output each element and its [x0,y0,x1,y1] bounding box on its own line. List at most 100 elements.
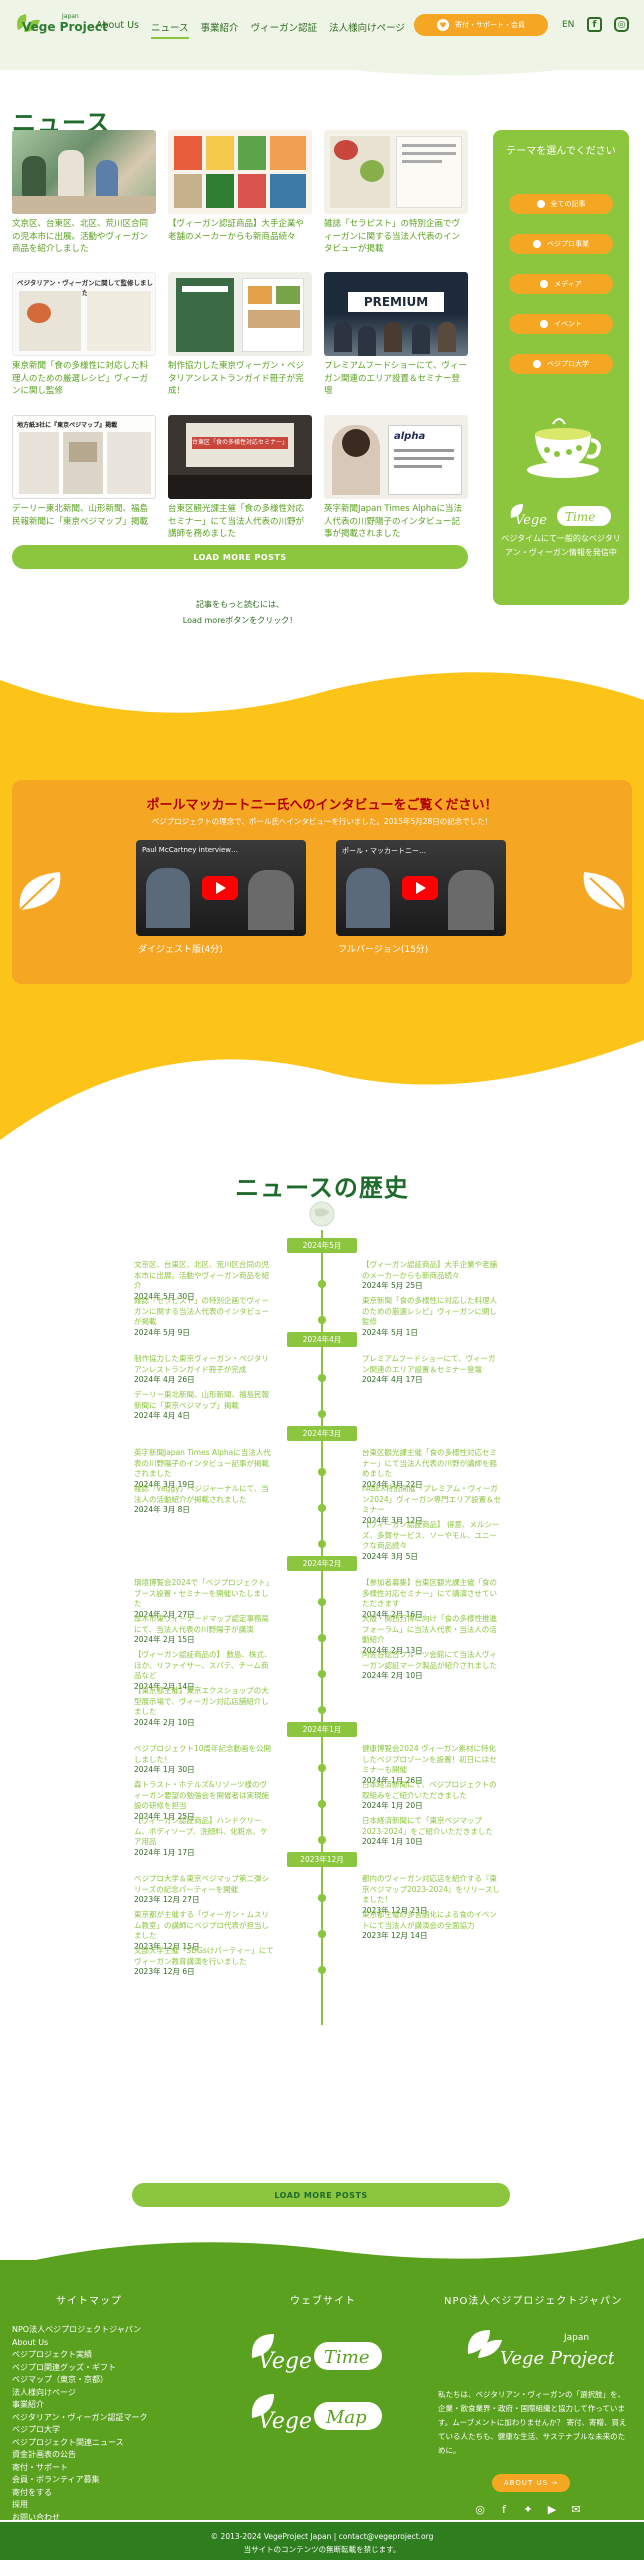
category-event-button[interactable]: イベント [509,314,613,334]
vege-project-logo-icon[interactable] [12,10,92,44]
timeline-item[interactable]: 【参加者募集】台東区観光課主催「食の多様性対応セミナー」にて講演させていただきま… [362,1578,502,1620]
timeline-item-text[interactable]: 【ヴィーガン認証商品の】 敷島、株式、ほか、リファイサー、スパテ、チーム商品など [134,1650,272,1680]
timeline-item[interactable]: 英字新聞Japan Times Alphaに当法人代表の川野陽子のインタビュー記… [134,1448,274,1490]
timeline-item-text[interactable]: 都内のヴィーガン対応店を紹介する『東京ベジマップ2023-2024』をリリースし… [362,1874,501,1904]
timeline-item-text[interactable]: 【ヴィーガン認証商品】ハンドクリーム、ボディソープ、洗顔料、化粧水、ケア用品 [134,1816,268,1846]
news-card[interactable]: 台東区「食の多様性対応セミナー」 台東区観光課主催「食の多様性対応セミナー」にて… [168,415,312,541]
footer-sitemap-link[interactable]: お問い合わせ [12,2512,60,2522]
timeline-item[interactable]: 健康博覧会2024 ヴィーガン素材に特化したベジプロゾーンを設置！初日にはセミナ… [362,1744,502,1786]
timeline-item[interactable]: 都内のヴィーガン対応店を紹介する『東京ベジマップ2023-2024』をリリースし… [362,1874,502,1916]
play-icon[interactable] [202,876,238,900]
instagram-icon[interactable]: ◎ [614,17,629,32]
timeline-item[interactable]: 【ヴィーガン認証商品】 得意、メルシーズ、多賀サービス、ソーやモル、ユニークな商… [362,1520,502,1562]
category-all-button[interactable]: 全ての記事 [509,194,613,214]
footer-vege-time-logo-icon[interactable]: Vege Time [248,2328,386,2376]
timeline-item-text[interactable]: 雑誌「セラピスト」の特別企画でヴィーガンに関する当法人代表のインタビューが掲載 [134,1296,269,1326]
timeline-item-text[interactable]: 環境博覧会2024で「ベジプロジェクト」ブース設置・セミナーを開催いたしました [134,1578,274,1608]
footer-sitemap-link[interactable]: 採用 [12,2500,28,2509]
nav-business[interactable]: 事業紹介 [200,23,239,34]
timeline-item-text[interactable]: 東京都が主催する「ヴィーガン・ムスリム教室」の講師にベジプロ代表が担当しました [134,1910,269,1940]
news-card-text[interactable]: 雑誌「セラピスト」の特別企画でヴィーガンに関する当法人代表のインタビューが掲載 [324,219,461,254]
footer-about-button[interactable]: ABOUT US → [492,2474,570,2492]
footer-sitemap-link[interactable]: ベジマップ（東京・京都） [12,2375,108,2384]
nav-corporate[interactable]: 法人様向けページ [329,23,405,34]
category-university-button[interactable]: ベジプロ大学 [509,354,613,374]
play-icon[interactable] [402,876,438,900]
category-media-button[interactable]: メディア [509,274,613,294]
twitter-icon[interactable]: ✦ [523,2502,533,2516]
timeline-item-text[interactable]: 英字新聞Japan Times Alphaに当法人代表の川野陽子のインタビュー記… [134,1448,271,1478]
timeline-item-text[interactable]: ベジプロ大学＆東京ベジマップ第二弾シリーズの記念パーティーを開催 [134,1874,269,1894]
timeline-item-text[interactable]: 森トラスト・ホテルズ&リゾーツ様のヴィーガン要望の勉強会を開催者は実現施設の研修… [134,1780,269,1810]
timeline-item-text[interactable]: FABEX特別開催「プレミアム・ヴィーガン2024」ヴィーガン専門エリア設置＆セ… [362,1484,502,1514]
footer-sitemap-link[interactable]: ベジプロ関連グッズ・ギフト [12,2362,116,2372]
footer-vege-project-logo-icon[interactable]: Japan Vege Project [464,2324,616,2372]
video-full[interactable]: ポール・マッカートニー… [336,840,506,936]
timeline-item[interactable]: FABEX特別開催「プレミアム・ヴィーガン2024」ヴィーガン専門エリア設置＆セ… [362,1484,502,1526]
timeline-item-text[interactable]: ベジプロジェクト10周年記念動画を公開しました！ [134,1744,272,1764]
footer-sitemap-link[interactable]: 法人様向けページ [12,2387,76,2397]
timeline-item-text[interactable]: 文京区、台東区、北区、荒川区合同の児本市に出展。活動やヴィーガン商品を紹介 [134,1260,269,1290]
news-card[interactable]: 地方紙3社に『東京ベジマップ』掲載 デーリー東北新聞、山形新聞、福島民報新聞に「… [12,415,156,528]
news-card-text[interactable]: 台東区観光課主催「食の多様性対応セミナー」にて当法人代表の川野が講師を務めました [168,504,305,539]
news-card[interactable]: ベジタリアン・ヴィーガンに関して監修しました 東京新聞「食の多様性に対応した料理… [12,272,156,398]
timeline-item-text[interactable]: 東京都主催の多言語化による食のイベントにて当法人が講演会の全面協力 [362,1910,497,1930]
news-card-text[interactable]: 制作協力した東京ヴィーガン・ベジタリアンレストランガイド冊子が完成！ [168,361,305,396]
footer-sitemap-link[interactable]: ベジプロジェクト関連ニュース [12,2437,124,2447]
nav-news[interactable]: ニュース [151,20,189,39]
category-vegepro-button[interactable]: ベジプロ事業 [509,234,613,254]
timeline-item-text[interactable]: 阿佐谷総合フルーツ会館にて当法人ヴィーガン認証マーク製品が紹介されました [362,1650,497,1670]
timeline-item-text[interactable]: 【ヴィーガン認証商品】 得意、メルシーズ、多賀サービス、ソーやモル、ユニークな商… [362,1520,500,1550]
footer-sitemap-link[interactable]: 資金計画表の公告 [12,2450,76,2459]
footer-sitemap-link[interactable]: 寄付をする [12,2487,52,2497]
timeline-item-text[interactable]: 厚木市東ヴィーナードマップ認定事務局にて、当法人代表の川野陽子が講演 [134,1614,269,1634]
news-card[interactable]: 制作協力した東京ヴィーガン・ベジタリアンレストランガイド冊子が完成！ [168,272,312,398]
footer-sitemap-link[interactable]: 事業紹介 [12,2400,44,2409]
news-card[interactable]: alpha 英字新聞Japan Times Alphaに当法人代表の川野陽子のイ… [324,415,468,541]
news-card[interactable]: 雑誌「セラピスト」の特別企画でヴィーガンに関する当法人代表のインタビューが掲載 [324,130,468,256]
history-load-more-button[interactable]: LOAD MORE POSTS [132,2183,510,2207]
timeline-item[interactable]: 森トラスト・ホテルズ&リゾーツ様のヴィーガン要望の勉強会を開催者は実現施設の研修… [134,1780,274,1822]
timeline-item[interactable]: 台東区観光課主催「食の多様性対応セミナー」にて当法人代表の川野が講師を務めました… [362,1448,502,1490]
news-card-text[interactable]: デーリー東北新聞、山形新聞、福島民報新聞に「東京ベジマップ」掲載 [12,504,149,527]
news-card[interactable]: 文京区、台東区、北区、荒川区合同の児本市に出展。活動やヴィーガン商品を紹介しまし… [12,130,156,256]
logo-text[interactable]: Vege Project [22,20,108,34]
timeline-item-text[interactable]: 【ヴィーガン認証商品】大手企業や老舗のメーカーからも新商品続々 [362,1260,497,1280]
footer-sitemap-link[interactable]: 会員・ボランティア募集 [12,2475,100,2484]
timeline-item-text[interactable]: 【東京都主催】東京エクスショップの大型展示場で、ヴィーガン対応店舗紹介しました [134,1686,269,1716]
timeline-item[interactable]: 【ヴィーガン認証商品の】 敷島、株式、ほか、リファイサー、スパテ、チーム商品など… [134,1650,274,1692]
mail-icon[interactable]: ✉ [571,2502,581,2516]
footer-vege-map-logo-icon[interactable]: Vege Map [248,2388,386,2436]
instagram-icon[interactable]: ◎ [475,2502,485,2516]
language-switch[interactable]: EN [562,20,575,30]
timeline-item-text[interactable]: 雑誌「veggy」ベジジャーナルにて、当法人の活動紹介が掲載されました [134,1484,269,1504]
timeline-item-text[interactable]: 健康博覧会2024 ヴィーガン素材に特化したベジプロゾーンを設置！初日にはセミナ… [362,1744,497,1774]
news-card-text[interactable]: 東京新聞「食の多様性に対応した料理人のための厳選レシピ」ヴィーガンに関し監修 [12,361,149,396]
footer-sitemap-link[interactable]: 寄付・サポート [12,2462,68,2472]
timeline-item-text[interactable]: 【参加者募集】台東区観光課主催「食の多様性対応セミナー」にて講演させていただきま… [362,1578,497,1608]
timeline-item-text[interactable]: 日本経済新聞にて「東京ベジマップ2023-2024」をご紹介いただきました [362,1816,493,1836]
timeline-item-text[interactable]: 大阪・関西万博に向け「食の多様性推進フォーラム」に当法人代表・当法人の活動紹介 [362,1614,497,1644]
video-digest[interactable]: Paul McCartney interview… [136,840,306,936]
timeline-item[interactable]: ベジプロジェクト10周年記念動画を公開しました！2024年 1月 30日 [134,1744,274,1776]
footer-sitemap-link[interactable]: ベジタリアン・ヴィーガン認証マーク [12,2412,148,2422]
